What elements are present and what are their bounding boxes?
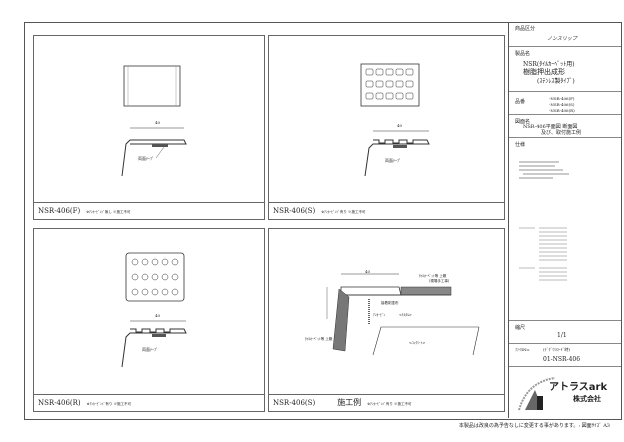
panel-note: ※ｱﾝｶｰﾋﾟﾝﾄﾞ無し ※施工不可: [86, 210, 131, 214]
file-no-label: ﾌｧｲﾙNo.: [515, 347, 531, 352]
model-code: NSR-406(F): [38, 207, 81, 215]
drawing-r: [121, 252, 187, 368]
spec-text-lines: [519, 161, 569, 281]
panel-nsr-406-r: 40 両面ﾃｰﾌﾟ NSR-406(R) ※ｱﾝｶｰﾋﾟﾝﾄﾞ有り ※施工不可: [33, 228, 265, 412]
category-value: ノンスリップ: [547, 36, 577, 42]
category-cell: 商品区分 ノンスリップ: [509, 22, 621, 47]
panel-note: ※ｱﾝｶｰﾋﾟﾝﾄﾞ有り ※施工不可: [367, 402, 412, 406]
file-no-value: 01-NSR-406: [543, 356, 581, 363]
panel-label: NSR-406(S) ※ｱﾝｶｰﾋﾟﾝﾄﾞ有り ※施工不可: [269, 202, 504, 219]
sheet-frame: [24, 22, 622, 420]
callout-carpet-note: (現場手工事): [429, 279, 450, 283]
panel-note: ※ｱﾝｶｰﾋﾟﾝﾄﾞ有り ※施工不可: [86, 402, 131, 406]
scale-label: 縮尺: [515, 325, 526, 331]
model-code: NSR-406(S): [273, 207, 316, 215]
panel-title: 施工例: [337, 398, 362, 407]
tape-label: 両面ﾃｰﾌﾟ: [138, 156, 154, 161]
category-label: 商品区分: [515, 26, 536, 32]
product-name-3: (ｽﾃﾝﾚｽ製ﾀｲﾌﾟ): [537, 78, 575, 85]
company-suffix: 株式会社: [573, 395, 601, 403]
panel-label: NSR-406(F) ※ｱﾝｶｰﾋﾟﾝﾄﾞ無し ※施工不可: [34, 202, 264, 219]
callout-carpet: ﾀｲﾙｶｰﾍﾟｯﾄ等 上敷: [419, 274, 447, 278]
logo-mark-icon: [518, 377, 556, 411]
concrete-label: <ｺﾝｸﾘｰﾄ>: [409, 341, 426, 345]
adhesive-label: 接着剤塗布: [381, 301, 399, 305]
dimension-label: 40: [155, 120, 161, 125]
drawing-s: [360, 63, 430, 177]
panel-nsr-406-f: 40 両面ﾃｰﾌﾟ NSR-406(F) ※ｱﾝｶｰﾋﾟﾝﾄﾞ無し ※施工不可: [33, 35, 265, 220]
product-name-2: 樹脂押出成形: [523, 68, 565, 76]
product-name-1: NSR(ﾀｲﾙｶｰﾍﾟｯﾄ用): [523, 61, 575, 68]
product-code: -NSR-406(R): [549, 108, 575, 113]
company-logo: アトラスark 株式会社: [509, 368, 621, 418]
dimension-label: 40: [155, 313, 161, 318]
title-block: 商品区分 ノンスリップ 製品名 NSR(ﾀｲﾙｶｰﾍﾟｯﾄ用) 樹脂押出成形 (…: [508, 22, 621, 418]
panel-installation-example: ﾀｲﾙｶｰﾍﾟｯﾄ等 上敷 (現場手工事) 40 接着剤塗布 ｱﾝｶｰﾋﾟﾝ <…: [268, 228, 505, 412]
drawing-name-2: 及び、取付施工例: [541, 130, 582, 136]
tape-label: 両面ﾃｰﾌﾟ: [385, 158, 401, 163]
footer-note: 本製品は改良の為予告なしに変更する事があります。: 図面ｻｲｽﾞ A3: [458, 423, 610, 429]
drawing-name-label: 図面名: [515, 119, 531, 125]
tape-label: 両面ﾃｰﾌﾟ: [142, 347, 158, 352]
model-code: NSR-406(S): [273, 399, 316, 407]
panel-nsr-406-s: 40 両面ﾃｰﾌﾟ NSR-406(S) ※ｱﾝｶｰﾋﾟﾝﾄﾞ有り ※施工不可: [268, 35, 505, 220]
spec-label: 仕様: [515, 142, 526, 148]
drawing-installation: [326, 273, 480, 356]
drawing-name-1: NSR-406平面図 断面図: [523, 124, 578, 130]
anchor-pin-label: ｱﾝｶｰﾋﾟﾝ: [373, 313, 386, 317]
dimension-label: 40: [397, 123, 403, 128]
product-code-label: 品番: [515, 99, 526, 105]
model-code: NSR-406(R): [38, 399, 81, 407]
product-code-cell: 品番 -NSR-406(F) -NSR-406(S) -NSR-406(R): [509, 92, 621, 115]
file-no-cell: ﾌｧｲﾙNo. (ﾃﾞｸﾞｳﾝﾛｰﾄﾞ時) 01-NSR-406: [509, 344, 621, 367]
panel-label: NSR-406(R) ※ｱﾝｶｰﾋﾟﾝﾄﾞ有り ※施工不可: [34, 394, 264, 411]
product-code: -NSR-406(S): [549, 102, 575, 107]
file-no-note: (ﾃﾞｸﾞｳﾝﾛｰﾄﾞ時): [543, 347, 571, 352]
scale-cell: 縮尺 1/1: [509, 321, 621, 344]
panel-note: ※ｱﾝｶｰﾋﾟﾝﾄﾞ有り ※施工不可: [321, 210, 366, 214]
product-name-cell: 製品名 NSR(ﾀｲﾙｶｰﾍﾟｯﾄ用) 樹脂押出成形 (ｽﾃﾝﾚｽ製ﾀｲﾌﾟ): [509, 47, 621, 92]
product-name-label: 製品名: [515, 51, 531, 57]
dimension-label: 40: [365, 269, 371, 274]
callout-carpet-side: ﾀｲﾙｶｰﾍﾟｯﾄ等 上敷: [305, 337, 333, 341]
panel-label: NSR-406(S) 施工例 ※ｱﾝｶｰﾋﾟﾝﾄﾞ有り ※施工不可: [269, 394, 504, 411]
scale-value: 1/1: [557, 332, 567, 339]
drawing-name-cell: 図面名 NSR-406平面図 断面図 及び、取付施工例: [509, 115, 621, 138]
product-code: -NSR-406(F): [549, 96, 575, 101]
company-name: アトラスark: [549, 382, 608, 393]
spec-cell: 仕様: [509, 138, 621, 321]
mortar-label: <ﾓﾙﾀﾙ>: [399, 313, 412, 317]
drawing-f: [121, 65, 187, 177]
